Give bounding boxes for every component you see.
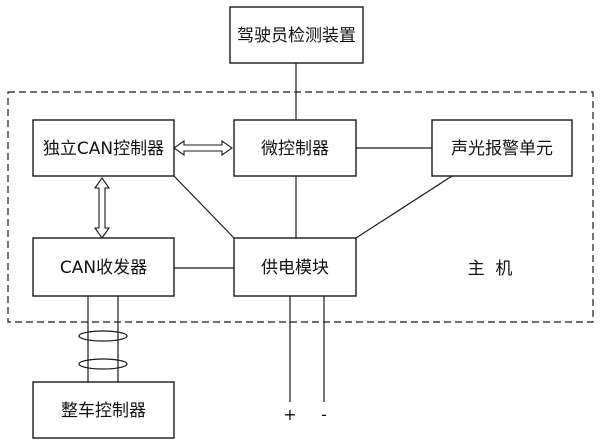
- can-controller-block: 独立CAN控制器: [32, 119, 175, 177]
- can-transceiver-label: CAN收发器: [60, 258, 147, 278]
- sound-light-alarm-block: 声光报警单元: [431, 119, 573, 177]
- power-module-block: 供电模块: [233, 237, 357, 297]
- negative-terminal-label: -: [321, 405, 327, 424]
- driver-detection-label: 驾驶员检测装置: [237, 26, 356, 46]
- microcontroller-label: 微控制器: [261, 139, 329, 159]
- vehicle-controller-block: 整车控制器: [32, 381, 175, 439]
- can-controller-label: 独立CAN控制器: [43, 139, 164, 159]
- host-enclosure: [7, 91, 594, 323]
- link-can-controller-power: [173, 175, 235, 239]
- can-bus-cable: [78, 296, 128, 382]
- bidirectional-arrow-vertical: [93, 177, 111, 239]
- vehicle-controller-label: 整车控制器: [61, 401, 146, 421]
- host-label: 主 机: [468, 259, 513, 279]
- bidirectional-arrow-horizontal: [173, 139, 233, 157]
- driver-detection-block: 驾驶员检测装置: [229, 6, 364, 64]
- sound-light-alarm-label: 声光报警单元: [451, 139, 553, 159]
- power-module-label: 供电模块: [261, 258, 329, 278]
- positive-terminal-label: +: [283, 405, 296, 424]
- link-alarm-power: [355, 175, 453, 239]
- microcontroller-block: 微控制器: [233, 119, 357, 177]
- can-transceiver-block: CAN收发器: [32, 237, 175, 297]
